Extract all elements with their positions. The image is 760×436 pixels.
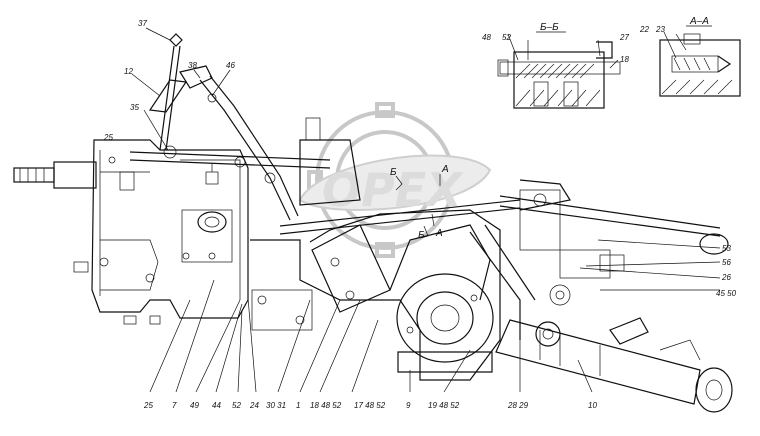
gearbox-housing <box>73 139 249 325</box>
section-view-aa <box>659 31 741 97</box>
callout-18-top: 18 <box>620 55 629 64</box>
callout-44: 44 <box>212 401 221 410</box>
callout-9: 9 <box>406 401 411 410</box>
section-title-aa: А–А <box>689 16 709 27</box>
leader-lines <box>131 27 721 393</box>
callout-12: 12 <box>124 67 133 76</box>
callout-24: 24 <box>249 401 259 410</box>
callout-48-top: 48 <box>482 33 491 42</box>
shift-lever <box>129 33 331 221</box>
view-mark-a2: А <box>435 228 443 239</box>
cylinder-assembly <box>495 179 733 413</box>
callout-38: 38 <box>188 61 197 70</box>
view-mark-b2: Б <box>418 230 425 241</box>
callout-46: 46 <box>226 61 235 70</box>
callout-10: 10 <box>588 401 597 410</box>
callout-37: 37 <box>138 19 147 28</box>
callout-26: 26 <box>721 273 731 282</box>
center-assembly <box>250 117 561 381</box>
view-mark-a1: А <box>441 164 449 175</box>
callout-45-50: 45 50 <box>716 289 737 298</box>
callout-28-29: 28 29 <box>507 401 529 410</box>
callout-56: 56 <box>722 258 731 267</box>
view-mark-b1: Б <box>390 167 397 178</box>
callout-25-top: 25 <box>103 133 113 142</box>
callout-52-bottom: 52 <box>232 401 241 410</box>
callout-35: 35 <box>130 103 139 112</box>
callout-25: 25 <box>143 401 153 410</box>
callout-17-48-52: 17 48 52 <box>354 401 386 410</box>
callout-7: 7 <box>172 401 177 410</box>
section-title-bb: Б–Б <box>540 22 559 33</box>
watermark-text: OPEX <box>322 163 464 217</box>
callout-19-48-52: 19 48 52 <box>428 401 460 410</box>
callout-53: 53 <box>722 244 731 253</box>
callout-23: 23 <box>655 25 665 34</box>
callout-49: 49 <box>190 401 199 410</box>
section-view-bb <box>497 33 621 109</box>
callout-labels: 37 12 38 46 35 25 48 52 27 18 22 23 53 5… <box>103 19 737 410</box>
callout-1: 1 <box>296 401 300 410</box>
callout-22: 22 <box>639 25 649 34</box>
callout-30-31: 30 31 <box>266 401 286 410</box>
watermark-logo: OPEX <box>298 102 492 258</box>
input-shaft <box>13 161 97 189</box>
callout-27: 27 <box>619 33 629 42</box>
callout-52-top: 52 <box>502 33 511 42</box>
view-arrows: Б Б А А <box>390 164 449 241</box>
callout-18-48-52: 18 48 52 <box>310 401 342 410</box>
